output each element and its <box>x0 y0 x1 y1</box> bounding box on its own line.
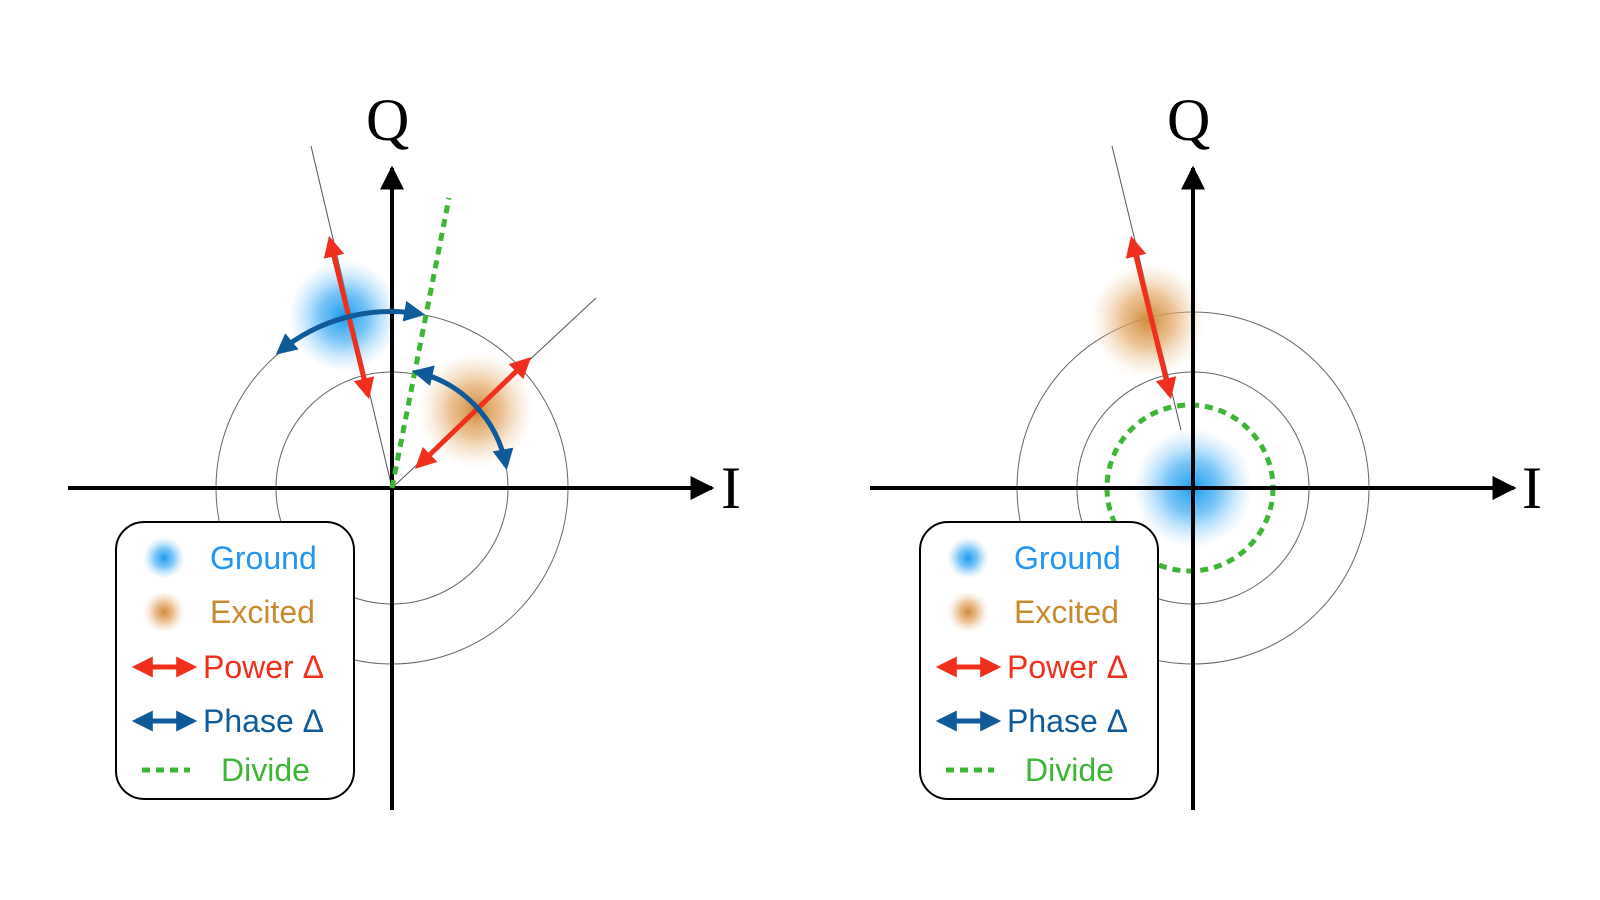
legend-phase-label: Phase Δ <box>203 703 324 739</box>
legend-phase-label: Phase Δ <box>1007 703 1128 739</box>
legend-ground-swatch <box>947 537 989 579</box>
legend-power-label: Power Δ <box>203 649 324 685</box>
legend-ground-swatch <box>143 537 185 579</box>
legend-excited-swatch <box>947 591 989 633</box>
q-axis-label: Q <box>1167 87 1210 153</box>
legend-ground-label: Ground <box>210 540 317 576</box>
i-axis-label: I <box>1522 455 1542 521</box>
legend: Ground Excited Power Δ Phase Δ Divide <box>919 521 1159 800</box>
legend-ground-label: Ground <box>1014 540 1121 576</box>
legend-excited-label: Excited <box>1014 594 1119 630</box>
excited-phase-arc <box>411 365 514 471</box>
excited-power-arrow <box>1125 235 1177 400</box>
legend: Ground Excited Power Δ Phase Δ Divide <box>115 521 355 800</box>
ground-phase-arc <box>275 300 426 355</box>
excited-state-blob <box>1090 262 1206 378</box>
legend-excited-label: Excited <box>210 594 315 630</box>
q-axis-label: Q <box>366 87 409 153</box>
legend-excited-swatch <box>143 591 185 633</box>
legend-divide-label: Divide <box>221 752 310 788</box>
legend-divide-label: Divide <box>1025 752 1114 788</box>
i-axis-label: I <box>721 455 741 521</box>
legend-power-label: Power Δ <box>1007 649 1128 685</box>
right-panel: I Q Ground Excited Power Δ Phase Δ Divid… <box>870 87 1542 810</box>
left-panel: I Q Ground Excited Power Δ Phase Δ Divid… <box>68 87 741 810</box>
